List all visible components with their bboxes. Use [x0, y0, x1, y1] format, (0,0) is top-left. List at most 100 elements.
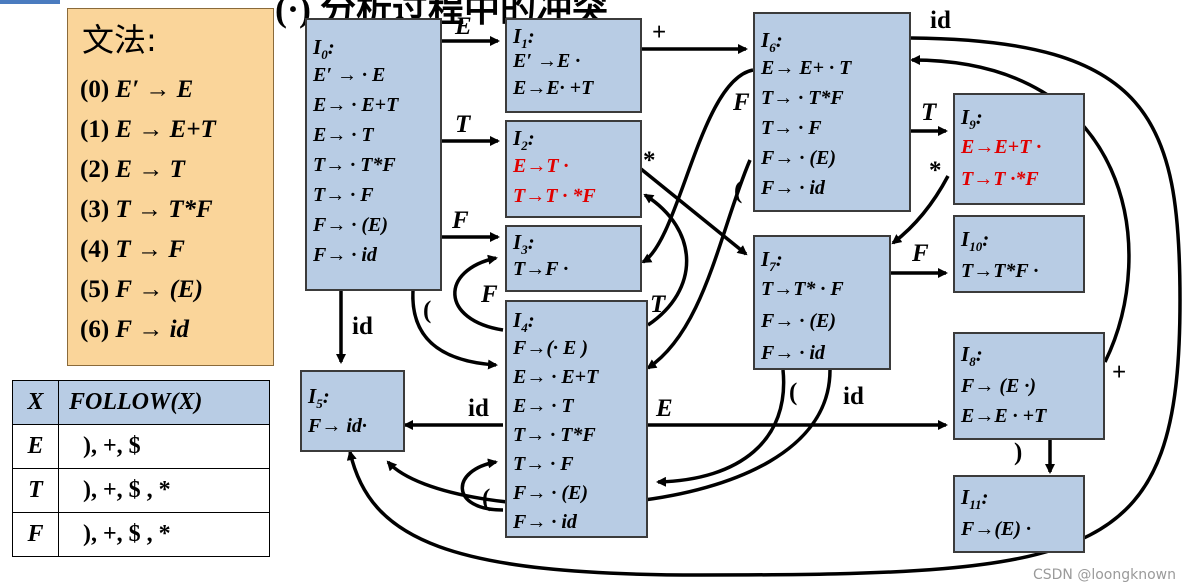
state-i5: I5: F→ id· — [300, 370, 405, 452]
edge-label: F — [452, 207, 469, 234]
state-label: I7: — [761, 247, 783, 275]
edge-label: ( — [423, 297, 432, 324]
state-label: I8: — [961, 342, 983, 370]
item: F→ id· — [308, 415, 367, 437]
item: F→ · (E) — [313, 214, 388, 236]
item: T→ · F — [513, 453, 574, 475]
item: E→ · E+T — [313, 94, 399, 116]
grammar-rule: (0) E′ → E — [80, 76, 194, 103]
grammar-rule: (2) E → T — [80, 156, 185, 183]
item: F→ · id — [513, 511, 577, 533]
edge-i2-i7 — [639, 167, 748, 256]
item-conflict: E→E+T · — [961, 136, 1042, 158]
item: E→ E+ · T — [761, 57, 852, 79]
state-label: I0: — [313, 35, 335, 63]
item: F→(· E ) — [513, 337, 588, 359]
table-header-cell: FOLLOW(X) — [58, 380, 270, 425]
edge-i4-i3 — [453, 254, 504, 332]
table-cell: F — [12, 512, 59, 557]
edge-label: + — [1112, 359, 1127, 386]
edge-label: T — [455, 111, 471, 138]
table-header-row: X FOLLOW(X) — [12, 380, 270, 425]
edge-label: id — [352, 313, 373, 340]
edge-label: id — [930, 7, 951, 34]
edge-label: F — [733, 89, 750, 116]
grammar-rule: (6) F → id — [80, 316, 190, 343]
edge-i4-i2 — [643, 193, 689, 327]
table-cell: ), +, $ — [58, 424, 270, 469]
title-accent-bar — [0, 0, 60, 4]
item: T→ · T*F — [313, 154, 396, 176]
item-conflict: E→T · — [513, 155, 569, 177]
state-label: I1: — [513, 24, 535, 52]
state-i2: I2: E→T · T→T · *F — [505, 120, 642, 218]
edge-i6-i4 — [646, 159, 752, 370]
grammar-rule: (1) E → E+T — [80, 116, 216, 143]
state-label: I9: — [961, 105, 983, 133]
item: E→ · E+T — [513, 366, 599, 388]
edge-label: E — [455, 13, 472, 40]
item: E→E · +T — [961, 405, 1047, 427]
state-label: I5: — [308, 384, 330, 412]
edge-i6-i3 — [641, 68, 754, 264]
table-cell: E — [12, 424, 59, 469]
item: E′ → · E — [313, 64, 386, 86]
edge-label: * — [929, 157, 942, 184]
item: F→ · (E) — [513, 482, 588, 504]
state-i0: I0: E′ → · E E→ · E+T E→ · T T→ · T*F T→… — [305, 18, 442, 291]
watermark: CSDN @loongknown — [1032, 567, 1176, 583]
edge-i0-i4 — [411, 289, 498, 370]
edge-label: F — [481, 281, 498, 308]
edge-label: F — [912, 240, 929, 267]
state-label: I2: — [513, 126, 535, 154]
edge-label: E — [656, 395, 673, 422]
follow-table: X FOLLOW(X) E ), +, $ T ), +, $ , * F ),… — [12, 380, 270, 557]
edge-i9-i7 — [891, 175, 950, 245]
edge-i6-i5 — [346, 36, 1182, 577]
item: T→T*F · — [961, 260, 1039, 282]
edge-label: ( — [734, 177, 743, 204]
edge-label: * — [643, 147, 656, 174]
edge-label: T — [650, 291, 666, 318]
grammar-rule: (3) T → T*F — [80, 196, 213, 223]
edge-i4-self — [460, 458, 504, 512]
state-i4: I4: F→(· E ) E→ · E+T E→ · T T→ · T*F T→… — [505, 300, 648, 538]
edge-label: id — [468, 395, 489, 422]
item: F→ · id — [761, 342, 825, 364]
table-row: E ), +, $ — [12, 424, 270, 469]
item: E→E· +T — [513, 77, 594, 99]
state-label: I10: — [961, 227, 990, 255]
state-label: I6: — [761, 28, 783, 56]
state-label: I3: — [513, 230, 535, 258]
item: T→ · F — [313, 184, 374, 206]
edge-label: ( — [482, 485, 491, 512]
item: F→ · id — [761, 177, 825, 199]
edge-label: + — [652, 19, 667, 46]
item: F→(E) · — [961, 518, 1031, 540]
item-conflict: T→T · *F — [513, 185, 596, 207]
item: T→T* · F — [761, 278, 844, 300]
state-i10: I10: T→T*F · — [953, 215, 1085, 293]
item: E′ →E · — [513, 50, 581, 72]
item: F→ · (E) — [761, 310, 836, 332]
edge-label: ( — [789, 379, 798, 406]
state-i11: I11: F→(E) · — [953, 475, 1085, 553]
state-i8: I8: F→ (E ·) E→E · +T — [953, 332, 1105, 440]
grammar-panel: 文法: (0) E′ → E (1) E → E+T (2) E → T (3)… — [67, 8, 274, 366]
item: T→ · T*F — [513, 424, 596, 446]
edge-label: T — [921, 99, 937, 126]
item: T→F · — [513, 258, 569, 280]
table-row: F ), +, $ , * — [12, 512, 270, 557]
item-conflict: T→T ·*F — [961, 168, 1039, 190]
edge-i8-i6 — [910, 55, 1131, 363]
item: E→ · T — [313, 124, 374, 146]
item: T→ · T*F — [761, 87, 844, 109]
state-label: I4: — [513, 308, 535, 336]
state-i1: I1: E′ →E · E→E· +T — [505, 18, 642, 113]
edge-i7-i4 — [656, 369, 786, 487]
state-i9: I9: E→E+T · T→T ·*F — [953, 93, 1085, 205]
edge-label: id — [843, 383, 864, 410]
grammar-rule: (5) F → (E) — [80, 276, 203, 303]
state-i6: I6: E→ E+ · T T→ · T*F T→ · F F→ · (E) F… — [753, 12, 911, 212]
